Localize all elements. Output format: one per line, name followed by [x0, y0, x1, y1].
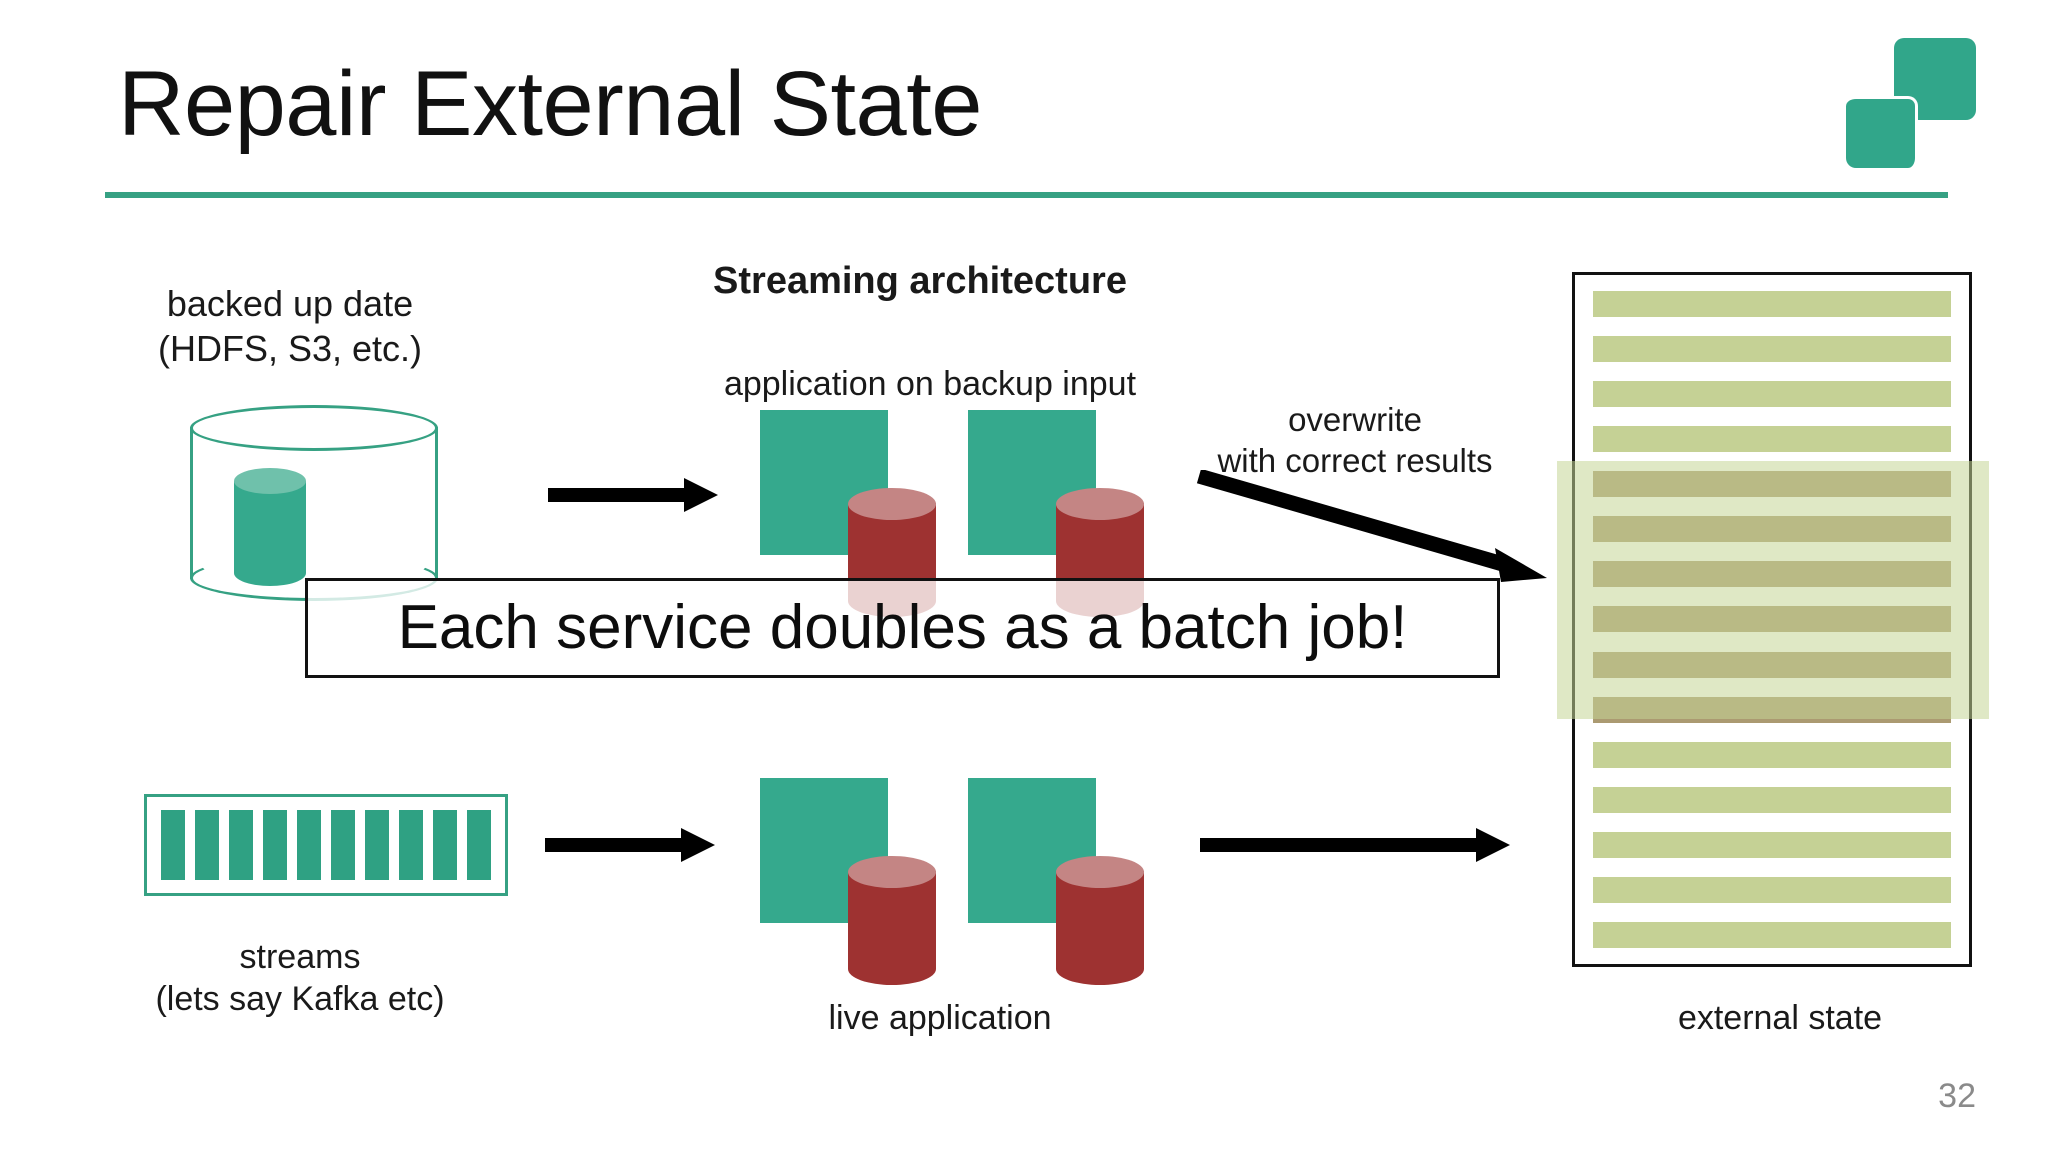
- callout-box: Each service doubles as a batch job!: [305, 578, 1500, 678]
- database-inner-cylinder: [234, 468, 306, 586]
- external-state-row: [1593, 786, 1951, 813]
- cylinder-top-ellipse: [190, 405, 438, 451]
- external-state-row: [1593, 831, 1951, 858]
- arrow-live-app-to-external-state-icon: [1200, 828, 1510, 862]
- stream-segment: [365, 810, 389, 880]
- streaming-architecture-heading: Streaming architecture: [713, 260, 1127, 302]
- arrow-streams-to-live-app-icon: [545, 828, 715, 862]
- stream-segment: [399, 810, 423, 880]
- service-datastore-cylinder: [1056, 856, 1144, 985]
- overwrite-note-label: overwrite with correct results: [1217, 401, 1493, 479]
- stream-segment: [331, 810, 355, 880]
- external-state-row: [1593, 741, 1951, 768]
- arrow-overwrite-diagonal-icon: [1196, 470, 1547, 582]
- callout-text: Each service doubles as a batch job!: [397, 593, 1408, 662]
- external-state-row: [1593, 651, 1951, 678]
- arrow-shaft: [545, 838, 685, 852]
- external-state-row: [1593, 471, 1951, 498]
- arrow-shaft: [548, 488, 688, 502]
- external-state-row: [1593, 336, 1951, 363]
- stream-segment: [467, 810, 491, 880]
- live-service-2: [968, 778, 1158, 985]
- stream-segment: [263, 810, 287, 880]
- stream-segment: [195, 810, 219, 880]
- stream-segment: [297, 810, 321, 880]
- inner-cylinder-body: [234, 481, 306, 573]
- live-application-label: live application: [828, 999, 1052, 1037]
- brand-logo: [1846, 38, 1976, 168]
- external-state-row: [1593, 696, 1951, 723]
- external-state-row: [1593, 561, 1951, 588]
- cylinder-body: [190, 427, 438, 579]
- external-state-row: [1593, 291, 1951, 317]
- cylinder-top-ellipse: [848, 488, 936, 520]
- service-datastore-cylinder: [848, 856, 936, 985]
- external-state-row-list: [1593, 291, 1951, 948]
- arrow-head: [681, 828, 715, 862]
- stream-queue-icon: [144, 794, 508, 896]
- page-number: 32: [1938, 1077, 1976, 1115]
- inner-cylinder-top-ellipse: [234, 468, 306, 494]
- external-state-panel: [1572, 272, 1972, 967]
- stream-segment: [433, 810, 457, 880]
- arrow-head: [1476, 828, 1510, 862]
- external-state-row: [1593, 381, 1951, 408]
- stream-segment: [161, 810, 185, 880]
- backup-source-label: backed up date (HDFS, S3, etc.): [157, 283, 423, 369]
- cylinder-top-ellipse: [1056, 488, 1144, 520]
- external-state-row: [1593, 516, 1951, 543]
- database-cylinder-outline: [190, 405, 438, 601]
- cylinder-top-ellipse: [1056, 856, 1144, 888]
- cylinder-top-ellipse: [848, 856, 936, 888]
- external-state-row: [1593, 876, 1951, 903]
- logo-square-bottom-left: [1846, 96, 1918, 168]
- arrow-head: [684, 478, 718, 512]
- title-underline-rule: [105, 192, 1948, 198]
- page-title: Repair External State: [118, 53, 982, 155]
- external-state-row: [1593, 606, 1951, 633]
- external-state-label: external state: [1677, 999, 1883, 1037]
- streams-label: streams (lets say Kafka etc): [155, 938, 445, 1019]
- arrow-shaft: [1200, 838, 1480, 852]
- arrow-backup-to-app-icon: [548, 478, 718, 512]
- external-state-row: [1593, 426, 1951, 453]
- application-on-backup-input-label: application on backup input: [723, 365, 1137, 403]
- stream-segment: [229, 810, 253, 880]
- external-state-row: [1593, 921, 1951, 948]
- live-service-1: [760, 778, 950, 985]
